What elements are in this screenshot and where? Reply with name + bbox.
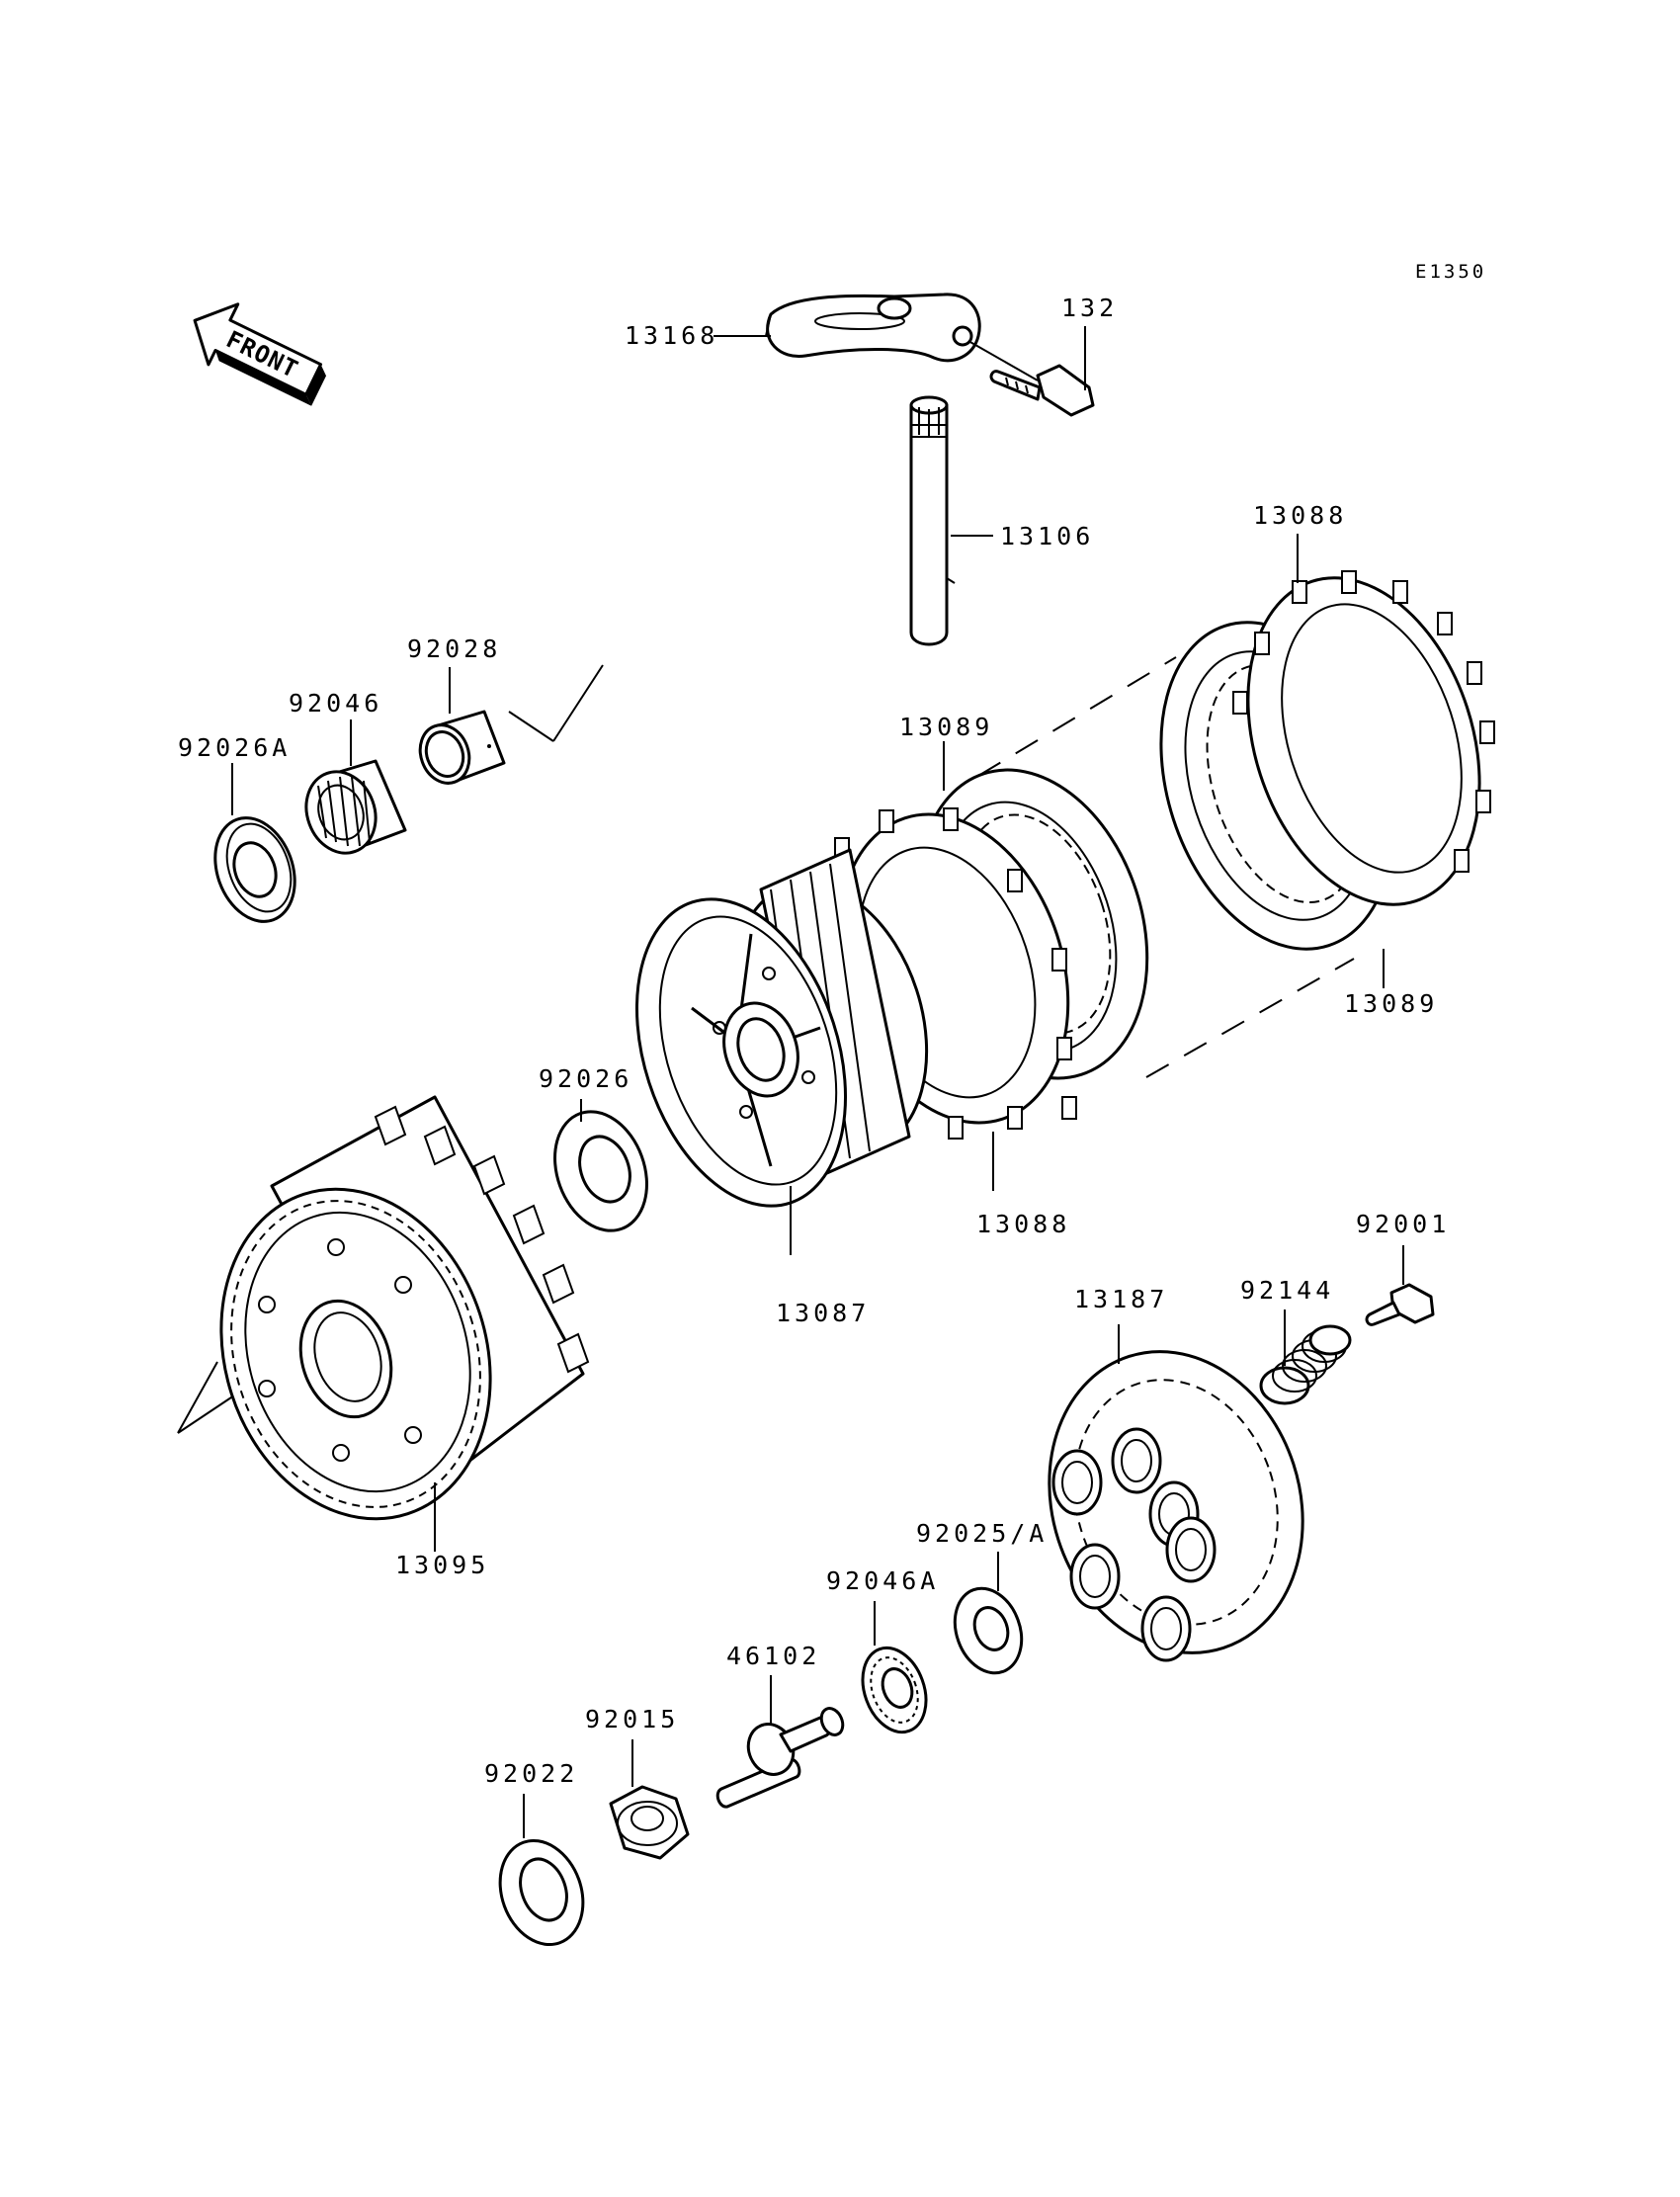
label-132: 132 [1061,294,1118,322]
label-13089-top: 13089 [899,713,993,741]
label-13187: 13187 [1074,1285,1168,1313]
lock-washer [498,1838,585,1947]
push-rod [715,1707,845,1809]
sleeve [418,710,506,785]
front-arrow-icon: FRONT [193,302,327,406]
friction-plate-large [1232,570,1495,906]
axis-line-upper-2 [508,711,554,742]
label-13087: 13087 [776,1299,870,1327]
clutch-spring [1259,1324,1352,1405]
diagram-code: E1350 [1415,261,1486,283]
label-13088-top: 13088 [1253,501,1347,530]
washer-92025a [953,1586,1024,1675]
thrust-bearing [861,1646,928,1734]
pressure-plate [1048,1350,1304,1662]
label-92022: 92022 [484,1759,578,1788]
axis-line-lower-1 [177,1361,218,1434]
label-92025a: 92025/A [916,1519,1048,1548]
thrust-washer-a [213,816,296,923]
guide-line-upper [977,656,1177,777]
release-shaft [909,395,956,646]
thrust-washer [553,1110,648,1232]
label-92026: 92026 [539,1064,632,1093]
leader-lines [231,326,1404,1838]
label-92001: 92001 [1356,1210,1450,1238]
axis-line-upper-1 [552,664,604,742]
hub-nut [609,1785,690,1860]
label-92046a: 92046A [826,1566,939,1595]
label-13089-right: 13089 [1344,989,1438,1018]
label-92028: 92028 [407,634,501,663]
bolt [989,364,1095,417]
needle-bearing [304,759,407,855]
label-92026a: 92026A [178,733,291,762]
clutch-housing [219,1095,590,1521]
label-92046: 92046 [289,689,382,718]
label-92144: 92144 [1240,1276,1334,1305]
label-13106: 13106 [1000,522,1094,550]
guide-line-lower [1145,958,1355,1078]
label-13168: 13168 [625,321,718,350]
label-92015: 92015 [585,1705,679,1733]
label-13095: 13095 [395,1551,489,1579]
pressure-bolt [1365,1283,1435,1326]
label-46102: 46102 [726,1642,820,1670]
release-lever [765,293,981,363]
label-13088-bottom: 13088 [976,1210,1070,1238]
